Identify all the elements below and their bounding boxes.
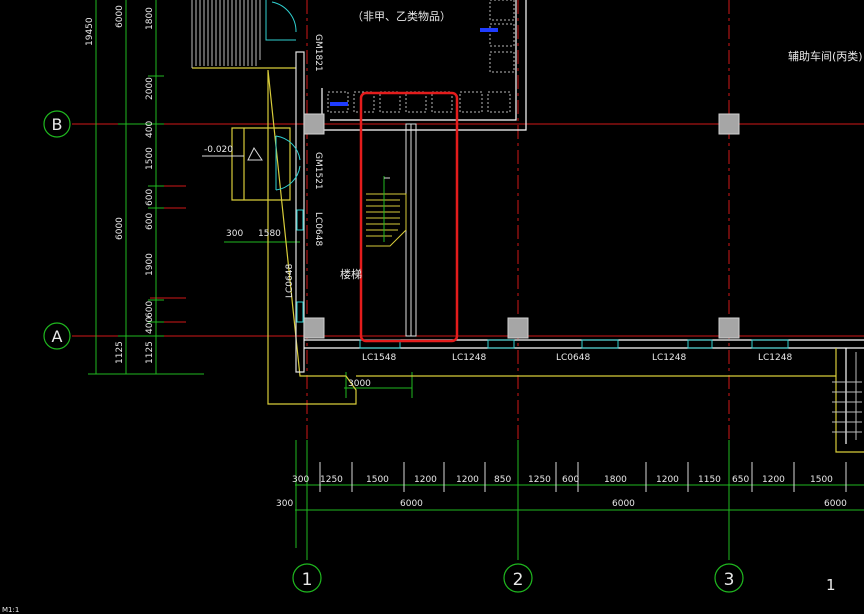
dim-left-inner-8: 600 xyxy=(145,301,155,318)
dim-bottom-12: 650 xyxy=(732,475,749,485)
dim-bottom-11: 1150 xyxy=(698,475,721,485)
dim-left-outer: 19450 xyxy=(85,17,95,46)
dim-bottom-3: 1500 xyxy=(366,475,389,485)
axis-label-2: 2 xyxy=(513,570,524,590)
entrance-steps xyxy=(832,352,862,440)
blue-marker-top xyxy=(480,28,498,32)
door-tag-top: GM1821 xyxy=(313,34,323,72)
dim-bottom-total-2: 6000 xyxy=(400,499,423,509)
dim-small-c: 3000 xyxy=(348,379,371,389)
dim-small-b: 1580 xyxy=(258,229,281,239)
stair-label: 楼梯 xyxy=(340,267,362,281)
windows-left xyxy=(296,209,304,323)
dim-bottom-9: 1800 xyxy=(604,475,627,485)
window-tag-bottom-2: LC1248 xyxy=(452,353,486,363)
window-tag-left-lower: LC0648 xyxy=(285,264,295,298)
dim-bottom-total-4: 6000 xyxy=(824,499,847,509)
dim-bottom-total-3: 6000 xyxy=(612,499,635,509)
dim-bottom-4: 1200 xyxy=(414,475,437,485)
dim-bottom-6: 850 xyxy=(494,475,511,485)
dim-bottom-5: 1200 xyxy=(456,475,479,485)
axis-label-1: 1 xyxy=(302,570,313,590)
dim-left-inner-2: 2000 xyxy=(145,77,155,100)
axis-bubble-col-2: 2 xyxy=(503,563,533,593)
dim-left-inner-9: 400 xyxy=(145,317,155,334)
page-number: 1 xyxy=(826,576,836,594)
blue-marker-mid xyxy=(330,102,348,106)
aux-workshop-label: 辅助车间(丙类) xyxy=(788,49,863,63)
window-tag-bottom-4: LC1248 xyxy=(652,353,686,363)
dim-bottom-2: 1250 xyxy=(320,475,343,485)
storage-note-label: （非甲、乙类物品） xyxy=(352,9,451,23)
dim-bottom-7: 1250 xyxy=(528,475,551,485)
stair-hatch-top xyxy=(191,0,261,68)
dim-left-inner-10: 1125 xyxy=(145,341,155,364)
door-middle xyxy=(247,135,301,191)
dim-bottom-1: 300 xyxy=(292,475,309,485)
dim-left-inner-3: 400 xyxy=(145,121,155,138)
dim-left-mid-2: 6000 xyxy=(115,217,125,240)
axis-bubble-row-a: A xyxy=(43,322,71,350)
stair-flight xyxy=(366,176,407,247)
window-tag-bottom-3: LC0648 xyxy=(556,353,590,363)
door-tag-middle: GM1521 xyxy=(313,152,323,190)
window-tag-bottom-1: LC1548 xyxy=(362,353,396,363)
window-tag-left-upper: LC0648 xyxy=(313,212,323,246)
dim-left-inner-4: 1500 xyxy=(145,147,155,170)
dim-bottom-13: 1200 xyxy=(762,475,785,485)
columns xyxy=(303,113,740,339)
axis-label-b: B xyxy=(52,115,63,134)
dimension-ticks xyxy=(319,462,847,492)
highlight-box[interactable] xyxy=(359,91,459,343)
dim-bottom-8: 600 xyxy=(562,475,579,485)
dim-bottom-14: 1500 xyxy=(810,475,833,485)
dim-left-mid-3: 1125 xyxy=(115,341,125,364)
window-tag-bottom-5: LC1248 xyxy=(758,353,792,363)
dim-small-a: 300 xyxy=(226,229,243,239)
stair-shaft xyxy=(405,123,417,337)
dim-left-mid-1: 6000 xyxy=(115,5,125,28)
axis-bubble-row-b: B xyxy=(43,110,71,138)
dim-left-inner-7: 1900 xyxy=(145,253,155,276)
axis-label-3: 3 xyxy=(724,570,735,590)
axis-bubble-col-3: 3 xyxy=(714,563,744,593)
dim-bottom-total-1: 300 xyxy=(276,499,293,509)
level-mark: -0.020 xyxy=(204,145,233,155)
dimension-lines xyxy=(88,0,864,560)
dim-left-inner-6: 600 xyxy=(145,213,155,230)
axis-bubble-col-1: 1 xyxy=(292,563,322,593)
building-walls xyxy=(192,0,864,453)
axis-label-a: A xyxy=(52,327,63,346)
door-top xyxy=(265,0,297,41)
dim-left-inner-5: 600 xyxy=(145,189,155,206)
dim-bottom-10: 1200 xyxy=(656,475,679,485)
corner-text: M1:1 xyxy=(2,606,19,614)
dim-left-inner-1: 1800 xyxy=(145,7,155,30)
